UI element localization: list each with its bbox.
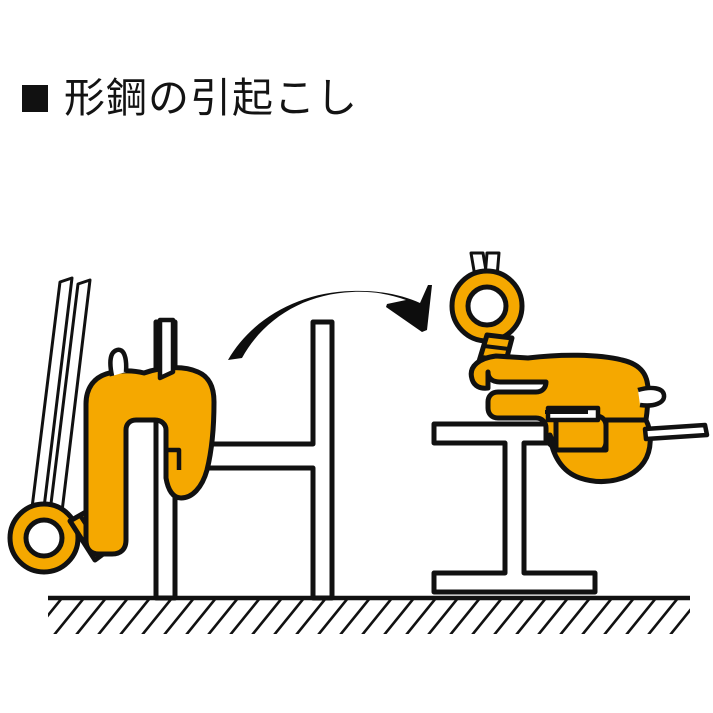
clamp-lower-lobe-right bbox=[547, 417, 653, 484]
page-title: 形鋼の引起こし bbox=[22, 78, 358, 119]
clamp-lever-loop-left bbox=[108, 347, 129, 377]
clamp-handle-rod-right bbox=[642, 422, 710, 442]
clamp-lever-loop-right bbox=[637, 385, 667, 408]
page-title-text: 形鋼の引起こし bbox=[64, 74, 358, 122]
ground-hatching bbox=[48, 598, 690, 634]
sling-rope-left bbox=[28, 276, 92, 530]
scene-before bbox=[7, 276, 335, 601]
clamp-screw-shaft-left bbox=[157, 317, 176, 381]
scene-after bbox=[431, 251, 710, 595]
lifting-ring-left bbox=[7, 501, 81, 575]
lifting-ring-right bbox=[449, 268, 525, 344]
curved-motion-arrow bbox=[228, 285, 432, 360]
clamp-jaw-slot-left bbox=[166, 447, 182, 470]
ground-group bbox=[48, 595, 690, 634]
clamp-body-left bbox=[83, 365, 217, 557]
square-bullet-icon bbox=[22, 85, 48, 112]
